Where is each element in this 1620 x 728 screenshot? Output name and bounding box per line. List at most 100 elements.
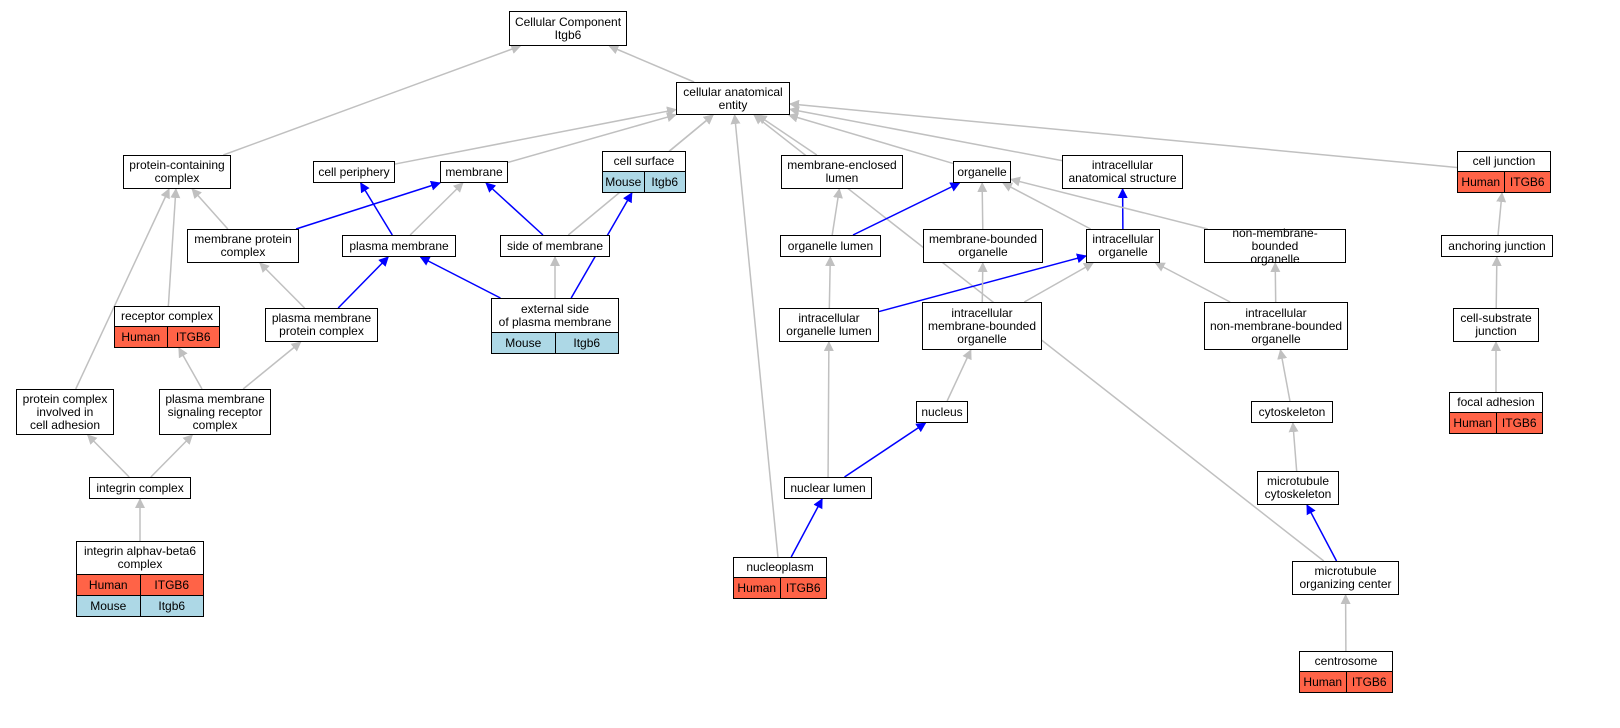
go-term-ic[interactable]: integrin complex	[89, 477, 191, 499]
go-term-label: cell surface	[613, 154, 675, 168]
edge-cj-to-cae	[789, 99, 1458, 169]
go-term-mem[interactable]: membrane	[440, 161, 508, 183]
go-term-label: protein-containing complex	[129, 158, 225, 185]
go-term-label: plasma membrane signaling receptor compl…	[165, 391, 265, 432]
go-term-label: intracellular anatomical structure	[1068, 158, 1177, 185]
annotation-row-mouse: Mouse Itgb6	[77, 595, 203, 616]
edge-pmpc-to-mpc	[259, 262, 306, 309]
go-term-label: cell junction	[1472, 154, 1536, 168]
go-term-label: organelle lumen	[787, 238, 874, 253]
edge-mpc-to-pcc	[191, 188, 229, 230]
go-term-som[interactable]: side of membrane	[500, 235, 610, 257]
go-term-pcc[interactable]: protein-containing complex	[123, 155, 231, 189]
annotation-gene: Itgb6	[554, 333, 619, 353]
go-term-label: Cellular Component Itgb6	[514, 14, 622, 42]
go-term-org[interactable]: organelle	[953, 161, 1011, 183]
edge-org-to-cae	[787, 112, 954, 165]
go-term-aj[interactable]: anchoring junction	[1441, 235, 1553, 257]
go-term-ol[interactable]: organelle lumen	[780, 235, 881, 257]
go-term-ias[interactable]: intracellular anatomical structure	[1062, 155, 1183, 189]
go-term-label: cellular anatomical entity	[683, 84, 783, 112]
go-term-mpc[interactable]: membrane protein complex	[187, 229, 299, 263]
go-term-label: membrane-bounded organelle	[928, 232, 1038, 259]
edge-imbo-to-io	[1023, 262, 1094, 303]
go-term-io[interactable]: intracellular organelle	[1086, 229, 1160, 263]
go-term-label: integrin alphav-beta6 complex	[83, 544, 197, 571]
edge-inmbo-to-io	[1154, 262, 1231, 303]
go-term-label: organelle	[957, 164, 1007, 179]
go-term-label: microtubule organizing center	[1299, 564, 1392, 591]
go-term-label: external side of plasma membrane	[498, 301, 612, 329]
go-term-label: centrosome	[1314, 654, 1378, 668]
go-term-csj[interactable]: cell-substrate junction	[1453, 308, 1539, 342]
annotation-gene: ITGB6	[1345, 672, 1393, 692]
edge-nmbo-to-org	[1010, 176, 1208, 230]
annotation-species: Human	[88, 577, 128, 592]
go-term-pm[interactable]: plasma membrane	[342, 235, 456, 257]
go-term-cp[interactable]: cell periphery	[313, 161, 395, 183]
go-term-nuc[interactable]: nucleus	[916, 401, 968, 423]
edge-cytos-to-inmbo	[1277, 349, 1291, 402]
annotation-species: Human	[121, 329, 161, 344]
go-term-iol[interactable]: intracellular organelle lumen	[779, 308, 879, 342]
go-term-inmbo[interactable]: intracellular non-membrane-bounded organ…	[1204, 302, 1348, 350]
go-term-cae[interactable]: cellular anatomical entity	[676, 82, 790, 115]
go-term-label: integrin complex	[96, 480, 184, 495]
edge-mem-to-cae	[507, 112, 677, 164]
go-term-pcica[interactable]: protein complex involved in cell adhesio…	[16, 389, 114, 435]
edge-pmsrc-to-rc	[178, 347, 203, 390]
go-term-label: non-membrane-bounded organelle	[1232, 225, 1318, 266]
go-term-label: intracellular non-membrane-bounded organ…	[1209, 305, 1343, 346]
edge-mpc-to-mem	[295, 180, 441, 230]
annotation-gene: ITGB6	[139, 575, 204, 595]
go-term-cytos[interactable]: cytoskeleton	[1251, 401, 1333, 423]
go-term-mtoc[interactable]: microtubule organizing center	[1292, 561, 1399, 595]
edge-ol-to-org	[852, 182, 961, 236]
go-term-pmsrc[interactable]: plasma membrane signaling receptor compl…	[159, 389, 271, 435]
go-term-mel[interactable]: membrane-enclosed lumen	[781, 155, 903, 189]
annotation-gene: ITGB6	[779, 578, 827, 598]
go-term-label: intracellular membrane-bounded organelle	[927, 305, 1037, 346]
go-term-label: membrane	[445, 164, 503, 179]
go-term-label: nuclear lumen	[790, 480, 866, 495]
go-term-cc[interactable]: Cellular Component Itgb6	[509, 11, 627, 46]
annotation-species: Mouse	[605, 174, 642, 189]
go-term-label: intracellular organelle lumen	[786, 311, 872, 338]
go-term-label: receptor complex	[120, 309, 214, 323]
go-term-mtc[interactable]: microtubule cytoskeleton	[1257, 471, 1339, 505]
annotation-row-human: Human ITGB6	[77, 574, 203, 595]
go-term-label: microtubule cytoskeleton	[1264, 474, 1332, 501]
annotation-gene: Itgb6	[643, 172, 686, 192]
go-term-pmpc[interactable]: plasma membrane protein complex	[265, 308, 378, 342]
go-term-label: nucleoplasm	[746, 560, 814, 574]
go-term-nmbo[interactable]: non-membrane-bounded organelle	[1204, 225, 1346, 266]
go-term-label: plasma membrane protein complex	[271, 311, 372, 338]
go-term-label: membrane-enclosed lumen	[787, 158, 897, 185]
edge-pcc-to-cc	[223, 44, 522, 156]
edge-mtoc-to-mtc	[1306, 504, 1338, 562]
go-term-nl[interactable]: nuclear lumen	[784, 477, 872, 499]
annotation-gene: Itgb6	[139, 596, 204, 616]
go-term-label: protein complex involved in cell adhesio…	[22, 391, 108, 432]
go-term-imbo[interactable]: intracellular membrane-bounded organelle	[922, 302, 1042, 350]
edge-rc-to-pcc	[167, 188, 181, 307]
go-term-mbo[interactable]: membrane-bounded organelle	[923, 229, 1043, 263]
edge-mbo-to-org	[977, 182, 988, 230]
annotation-species: Mouse	[90, 598, 127, 613]
annotation-species: Human	[1303, 674, 1343, 689]
edge-np-to-cae	[730, 114, 779, 558]
